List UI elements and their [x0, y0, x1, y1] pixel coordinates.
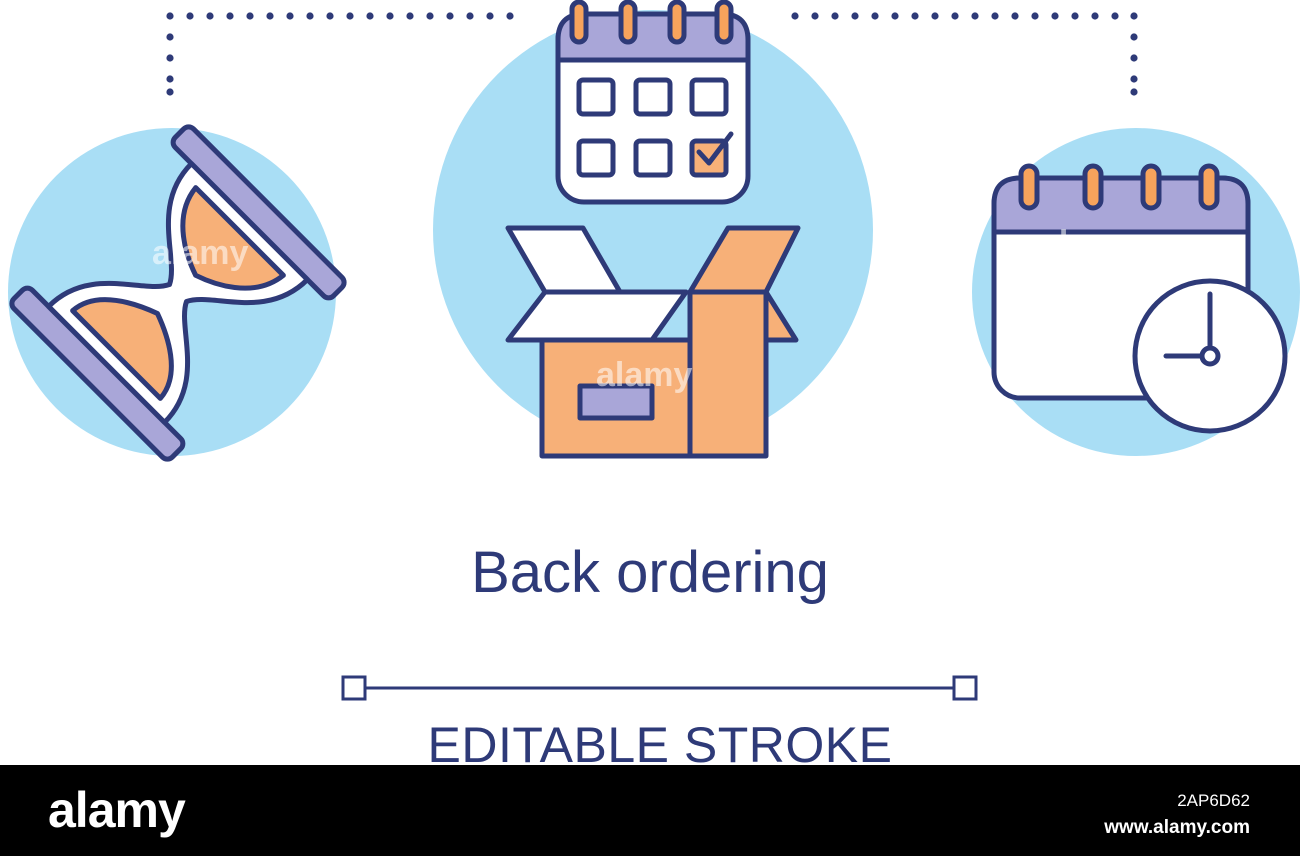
- open-box-icon: [505, 225, 801, 459]
- watermark-marks: alamy alamy alamy: [152, 224, 1136, 394]
- editable-stroke-line: [341, 675, 978, 701]
- watermark-text: alamy: [596, 356, 692, 394]
- brand-logo: alamy: [48, 782, 186, 838]
- site-url: www.alamy.com: [1104, 817, 1250, 838]
- image-id: 2AP6D62: [1177, 791, 1250, 810]
- watermark-footer-bar: alamy 2AP6D62 www.alamy.com: [0, 765, 1300, 856]
- watermark-text: alamy: [1040, 224, 1136, 262]
- subtitle-editable-stroke: EDITABLE STROKE: [427, 717, 893, 773]
- hourglass-icon: [9, 124, 347, 462]
- dotted-connector-right: [791, 12, 1138, 96]
- dotted-connector-left: [166, 12, 514, 96]
- watermark-text: alamy: [152, 234, 248, 272]
- concept-illustration: alamy alamy alamy: [8, 0, 1300, 701]
- calendar-check-icon: [555, 0, 751, 205]
- page-title: Back ordering: [471, 540, 829, 605]
- calendar-clock-icon: [991, 163, 1288, 434]
